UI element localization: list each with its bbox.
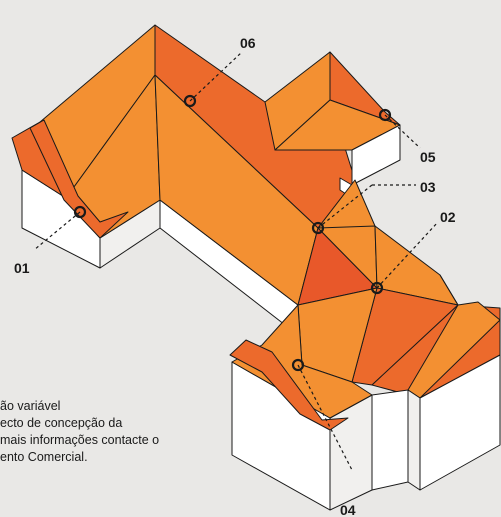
marker-03-dot — [311, 221, 325, 235]
se-wing-end-wall — [407, 389, 421, 491]
leader-04 — [297, 364, 353, 471]
se-wing-roof-top — [407, 301, 501, 399]
footnote-line-1: ão variável — [0, 399, 61, 413]
footnote-text: ão variável ecto de concepção da mais in… — [0, 398, 220, 466]
marker-01-dot — [73, 205, 87, 219]
leader-05 — [384, 114, 421, 149]
markers — [33, 51, 439, 471]
footnote-line-3: mais informações contacte o — [0, 433, 160, 447]
marker-01-label: 01 — [14, 260, 30, 276]
leader-01 — [33, 211, 81, 251]
marker-02-label: 02 — [440, 209, 456, 225]
marker-05-label: 05 — [420, 149, 436, 165]
marker-05-dot — [378, 108, 392, 122]
south-wing-roof — [231, 304, 373, 419]
se-wing — [371, 274, 501, 491]
left-wing — [11, 24, 161, 269]
south-wing-step-wall — [371, 389, 409, 491]
ne-wing-end-wall — [351, 124, 401, 186]
south-wing — [229, 304, 409, 511]
south-dormer-roof — [229, 339, 349, 431]
marker-04-label: 04 — [340, 502, 356, 517]
left-dormer-roof — [29, 119, 129, 239]
marker-04-dot — [291, 358, 305, 372]
footnote-line-2: ecto de concepção da — [0, 416, 123, 430]
footnote-line-4: ento Comercial. — [0, 450, 88, 464]
se-wing-side-wall — [419, 354, 501, 491]
marker-06-label: 06 — [240, 35, 256, 51]
ne-wing — [264, 51, 401, 199]
marker-03-label: 03 — [420, 179, 436, 195]
central-hip — [297, 179, 459, 386]
marker-06-dot — [183, 94, 197, 108]
leader-02 — [376, 221, 439, 289]
marker-02-dot — [370, 281, 384, 295]
